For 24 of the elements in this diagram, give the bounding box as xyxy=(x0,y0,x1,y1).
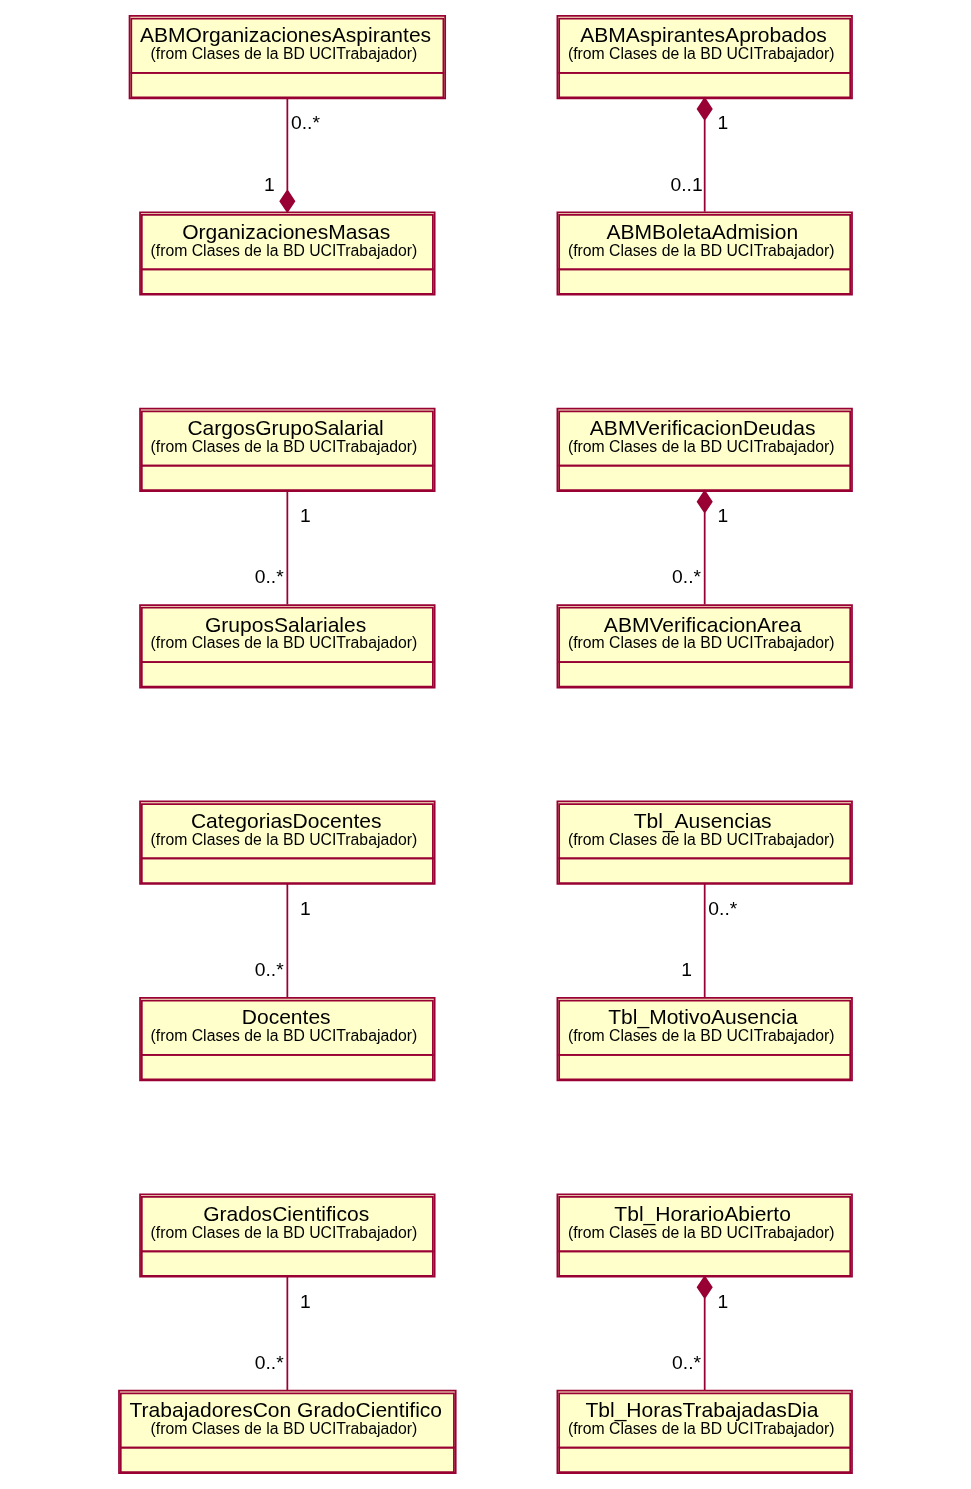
label: 1 xyxy=(300,504,311,526)
connector xyxy=(696,1275,713,1391)
label: 0..* xyxy=(254,959,284,981)
label: 1 xyxy=(717,1290,729,1312)
label: 1 xyxy=(717,504,729,526)
label: 0..* xyxy=(672,566,702,588)
label: 0..1 xyxy=(670,173,703,195)
label: 1 xyxy=(681,959,692,981)
label: 1 xyxy=(263,173,275,195)
label: 0..* xyxy=(254,566,284,588)
label: 1 xyxy=(300,1290,311,1312)
label: 0..* xyxy=(290,112,320,134)
connector xyxy=(286,883,289,999)
label: 1 xyxy=(300,897,311,919)
label: 0..* xyxy=(672,1352,702,1374)
connector xyxy=(286,1275,289,1391)
label: 0..* xyxy=(254,1352,284,1374)
label: 1 xyxy=(717,112,729,134)
connector xyxy=(703,883,706,999)
connector xyxy=(696,96,713,213)
connector xyxy=(286,490,289,606)
label: 0..* xyxy=(708,897,738,919)
connector xyxy=(696,489,713,606)
connector xyxy=(279,97,296,214)
